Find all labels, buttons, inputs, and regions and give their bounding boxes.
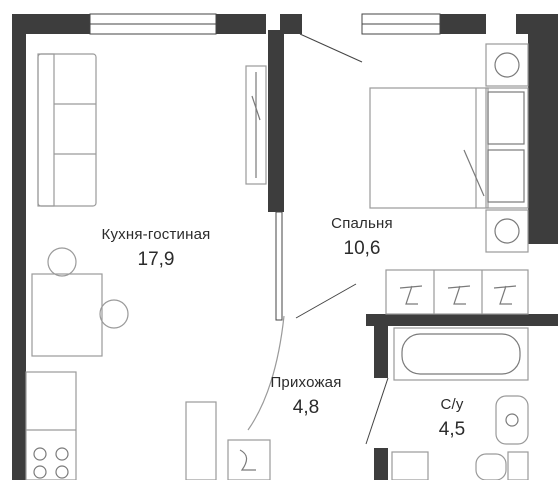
bathroom-fixtures [391,327,529,480]
wall-bath-left-lower [374,448,388,480]
doors [247,33,389,445]
kitchen-counter [25,371,77,480]
room-bedroom: Спальня 10,6 [331,215,393,260]
hanger-icon [447,285,471,305]
dining-table-icon [31,273,103,357]
door-swing-icon [299,33,363,63]
chair-icon [47,247,77,277]
bed-icon [369,87,489,209]
wall-bath-left [374,326,388,378]
room-living: Кухня-гостиная 17,9 [102,226,211,271]
room-name-bath: С/у [440,396,464,413]
room-area-hall: 4,8 [292,397,320,418]
shoe-cabinet [227,439,271,480]
stove-icon [33,447,69,479]
bathtub-icon [393,327,529,381]
wall-top-far-right [516,14,558,34]
nightstand-icon [485,43,529,87]
wardrobe-icon [245,65,267,185]
door-swing-icon [247,315,285,431]
living-furniture [25,53,271,480]
wall-top-right [440,14,486,34]
room-area-living: 17,9 [137,249,175,270]
nightstand-icon [485,209,529,253]
wall-top-middle [216,14,266,34]
room-name-bedroom: Спальня [331,215,393,232]
room-area-bath: 4,5 [438,419,466,440]
door-swing-icon [365,377,389,445]
bedroom-wardrobe [385,269,529,315]
wall-top-center [280,14,302,34]
washing-machine [391,451,429,480]
toilet-icon [475,451,529,480]
wall-bath-top [366,314,558,326]
wall-partition-top [268,30,284,212]
hanger-icon [399,285,423,305]
wall-right-upper [528,34,558,244]
wall-partition-thin [275,211,283,321]
wall-left-outer [12,14,26,480]
room-area-bedroom: 10,6 [343,238,381,259]
wall-top-left [12,14,90,34]
door-swing-icon [295,283,357,319]
sink-icon [495,395,529,445]
room-name-living: Кухня-гостиная [101,226,211,243]
walls [12,13,558,480]
hall-wardrobe [185,401,217,480]
bedroom-furniture [369,43,529,315]
room-bath: С/у 4,5 [439,396,465,441]
hanger-icon [493,285,517,305]
chair-icon [99,299,129,329]
sofa-icon [37,53,97,207]
room-name-hall: Прихожая [270,374,342,391]
room-hall: Прихожая 4,8 [270,374,341,419]
